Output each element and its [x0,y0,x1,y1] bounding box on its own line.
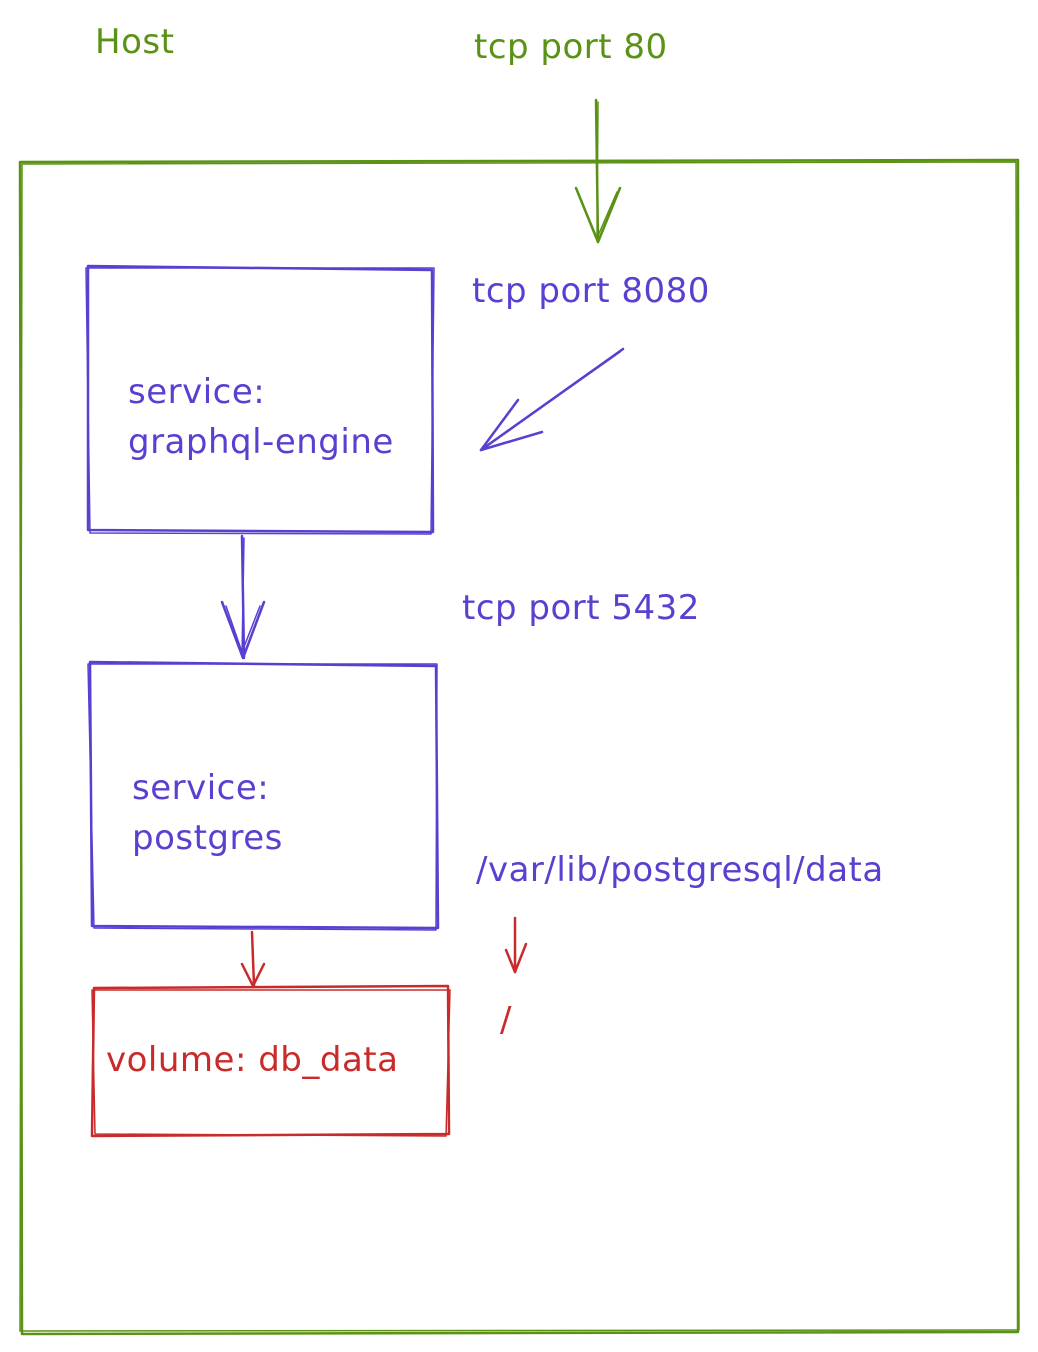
port-8080-arrow [479,347,625,452]
graphql-service-label-line2: graphql-engine [128,422,394,462]
volume-label: volume: db_data [106,1040,399,1080]
volume-box [90,984,451,1138]
volume-mount-root-label: / [500,1000,512,1040]
inbound-arrow [574,98,622,244]
graphql-to-postgres-arrow [220,534,266,660]
inbound-port-label: tcp port 80 [474,27,668,67]
postgres-to-volume-arrow [240,930,266,988]
postgres-mount-path-label: /var/lib/postgresql/data [476,850,884,890]
graphql-engine-box [85,264,435,535]
mount-arrow [504,916,528,974]
host-box [18,158,1020,1336]
graphql-service-label-line1: service: [128,372,266,412]
graphql-port-label: tcp port 8080 [472,271,710,311]
host-title: Host [95,22,175,62]
postgres-service-label-line1: service: [132,768,270,808]
postgres-port-label: tcp port 5432 [462,588,700,628]
postgres-service-label-line2: postgres [132,818,283,858]
postgres-box [87,660,440,931]
